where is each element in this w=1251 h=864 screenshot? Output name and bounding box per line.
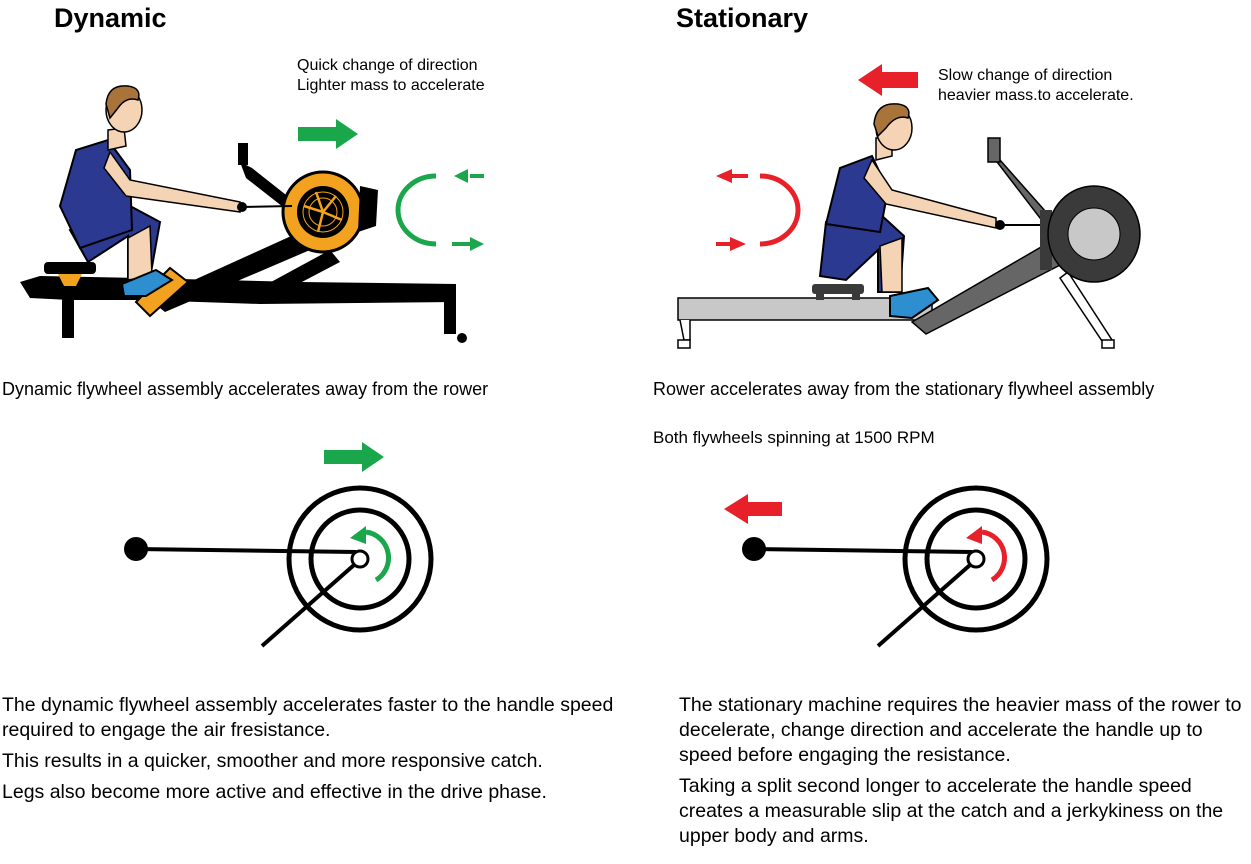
stationary-rower-figure bbox=[818, 103, 1040, 320]
stationary-seat bbox=[812, 284, 864, 300]
dynamic-spin-arrow-icon bbox=[350, 526, 366, 544]
dynamic-handle bbox=[124, 537, 148, 561]
dynamic-outer-ring bbox=[286, 485, 434, 633]
dynamic-para-1: The dynamic flywheel assembly accelerate… bbox=[2, 694, 614, 741]
stationary-spin-arrow-icon bbox=[966, 526, 982, 544]
dynamic-caption: Dynamic flywheel assembly accelerates aw… bbox=[2, 379, 489, 399]
stationary-note-line1: Slow change of direction bbox=[938, 67, 1113, 84]
dynamic-hub bbox=[350, 549, 370, 569]
stationary-motion-arrow-icon bbox=[858, 64, 918, 96]
stationary-flywheel bbox=[1040, 185, 1141, 283]
stationary-outer-ring bbox=[902, 485, 1050, 633]
dynamic-para-2: This results in a quicker, smoother and … bbox=[2, 750, 543, 772]
dynamic-flywheel bbox=[281, 170, 378, 254]
dynamic-note-line1: Quick change of direction bbox=[297, 57, 478, 74]
dynamic-note-line2: Lighter mass to accelerate bbox=[297, 77, 485, 94]
dynamic-title: Dynamic bbox=[54, 3, 167, 33]
dynamic-direction-change-icon bbox=[395, 169, 484, 251]
stationary-spin-arc bbox=[981, 529, 1007, 583]
stationary-hub bbox=[966, 549, 986, 569]
stationary-strap bbox=[753, 547, 973, 554]
stationary-title: Stationary bbox=[676, 3, 809, 33]
stationary-caption: Rower accelerates away from the stationa… bbox=[653, 379, 1155, 399]
dynamic-explanation: The dynamic flywheel assembly accelerate… bbox=[2, 693, 642, 811]
stationary-rail bbox=[677, 297, 933, 349]
rpm-note: Both flywheels spinning at 1500 RPM bbox=[653, 428, 935, 447]
dynamic-strap bbox=[135, 547, 357, 554]
dynamic-seat bbox=[44, 262, 96, 286]
stationary-para-2: Taking a split second longer to accelera… bbox=[679, 775, 1224, 847]
dynamic-diagram-arrow-right-icon bbox=[324, 442, 384, 472]
dynamic-crank bbox=[260, 563, 356, 648]
stationary-handle bbox=[742, 537, 766, 561]
stationary-inner-ring bbox=[924, 507, 1028, 611]
dynamic-spin-arc bbox=[365, 529, 391, 583]
stationary-note: Slow change of direction heavier mass.to… bbox=[938, 66, 1134, 106]
dynamic-motion-arrow-icon bbox=[298, 119, 358, 149]
stationary-explanation: The stationary machine requires the heav… bbox=[679, 693, 1249, 855]
stationary-para-1: The stationary machine requires the heav… bbox=[679, 694, 1242, 766]
dynamic-rower-figure bbox=[58, 85, 293, 297]
dynamic-inner-ring bbox=[308, 507, 412, 611]
dynamic-note: Quick change of direction Lighter mass t… bbox=[297, 56, 485, 96]
stationary-note-line2: heavier mass.to accelerate. bbox=[938, 87, 1134, 104]
stationary-diagram-arrow-left-icon bbox=[724, 494, 782, 524]
stationary-direction-change-icon bbox=[716, 169, 801, 251]
dynamic-para-3: Legs also become more active and effecti… bbox=[2, 781, 547, 803]
stationary-crank bbox=[876, 563, 972, 648]
